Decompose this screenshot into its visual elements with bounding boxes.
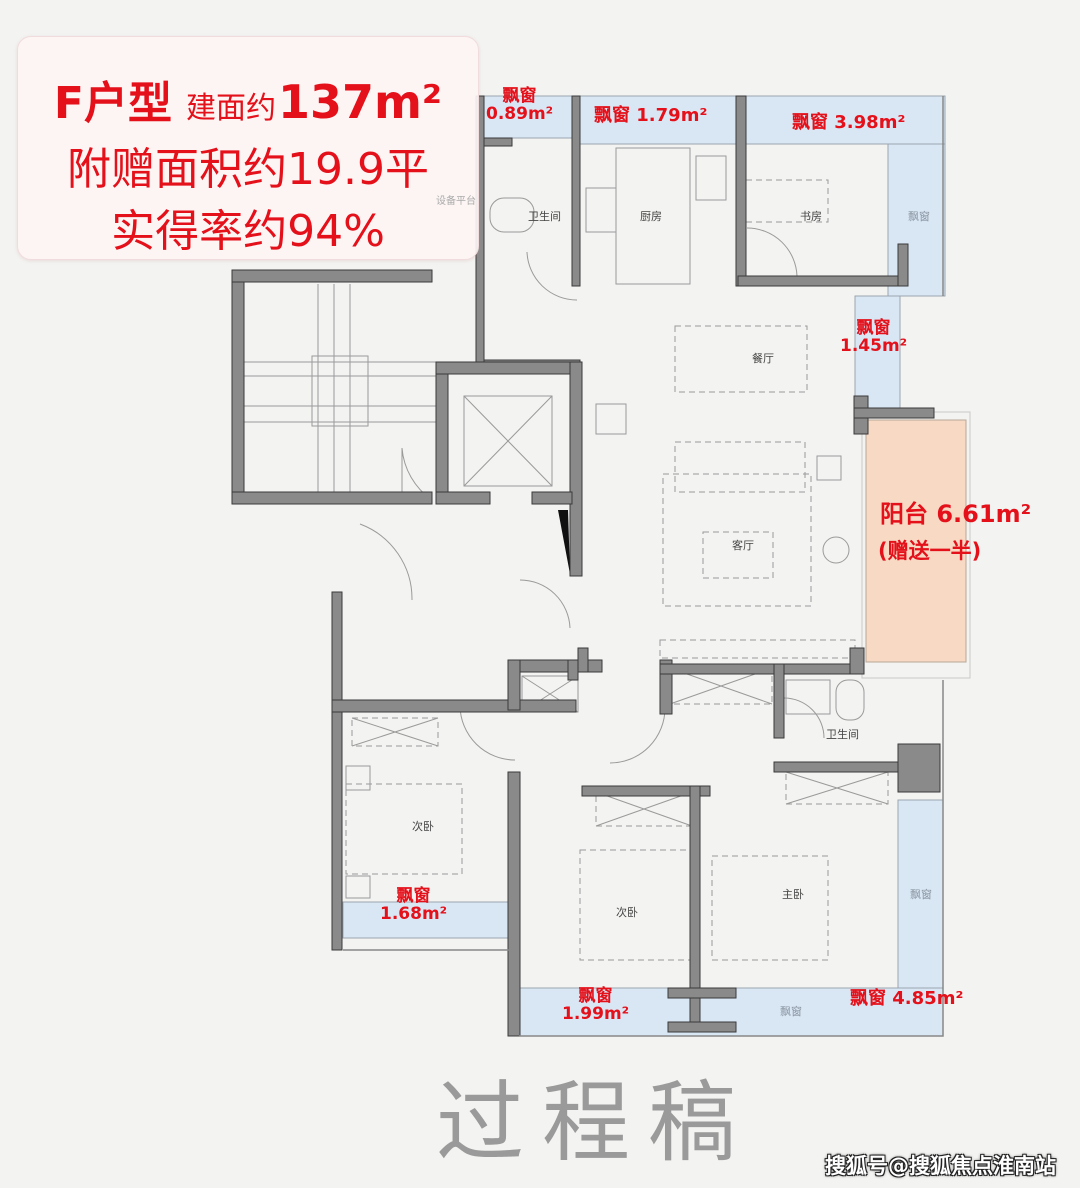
built-area-label: 建面约 bbox=[185, 91, 276, 126]
bay-window-label-2: 飘窗 1.79m² bbox=[594, 105, 708, 126]
room-bathroom-1: 卫生间 bbox=[528, 210, 561, 223]
bay-faint-3: 飘窗 bbox=[780, 1005, 802, 1018]
bay-faint-1: 飘窗 bbox=[908, 210, 930, 223]
unit-summary: F户型建面约137m² bbox=[18, 67, 478, 131]
source-credit: 搜狐号@搜狐焦点淮南站 bbox=[825, 1154, 1056, 1178]
room-bathroom-2: 卫生间 bbox=[826, 728, 859, 741]
room-master: 主卧 bbox=[782, 888, 804, 901]
balcony-area bbox=[865, 419, 967, 663]
bay-faint-2: 飘窗 bbox=[910, 888, 932, 901]
unit-type: F户型 bbox=[53, 78, 172, 129]
gift-area: 附赠面积约19.9平 bbox=[67, 144, 429, 195]
efficiency: 实得率约94% bbox=[111, 206, 385, 257]
room-bedroom-2a: 次卧 bbox=[412, 820, 434, 833]
room-study: 书房 bbox=[800, 210, 822, 223]
room-living: 客厅 bbox=[732, 539, 754, 552]
walls bbox=[231, 95, 941, 1037]
bay-window-label-3: 飘窗 3.98m² bbox=[792, 112, 906, 133]
room-bedroom-2b: 次卧 bbox=[616, 906, 638, 919]
room-kitchen: 厨房 bbox=[640, 210, 662, 223]
balcony-label: 阳台 6.61m² bbox=[880, 500, 1032, 528]
info-card: F户型建面约137m² 附赠面积约19.9平 实得率约94% bbox=[17, 36, 479, 260]
equipment-platform-label: 设备平台 bbox=[436, 196, 476, 207]
balcony-note: (赠送一半) bbox=[878, 539, 982, 563]
built-area-value: 137m² bbox=[277, 75, 443, 129]
bay-window-label-7: 飘窗 4.85m² bbox=[850, 988, 964, 1009]
room-dining: 餐厅 bbox=[752, 352, 774, 365]
draft-watermark: 过程稿 bbox=[436, 1071, 755, 1174]
